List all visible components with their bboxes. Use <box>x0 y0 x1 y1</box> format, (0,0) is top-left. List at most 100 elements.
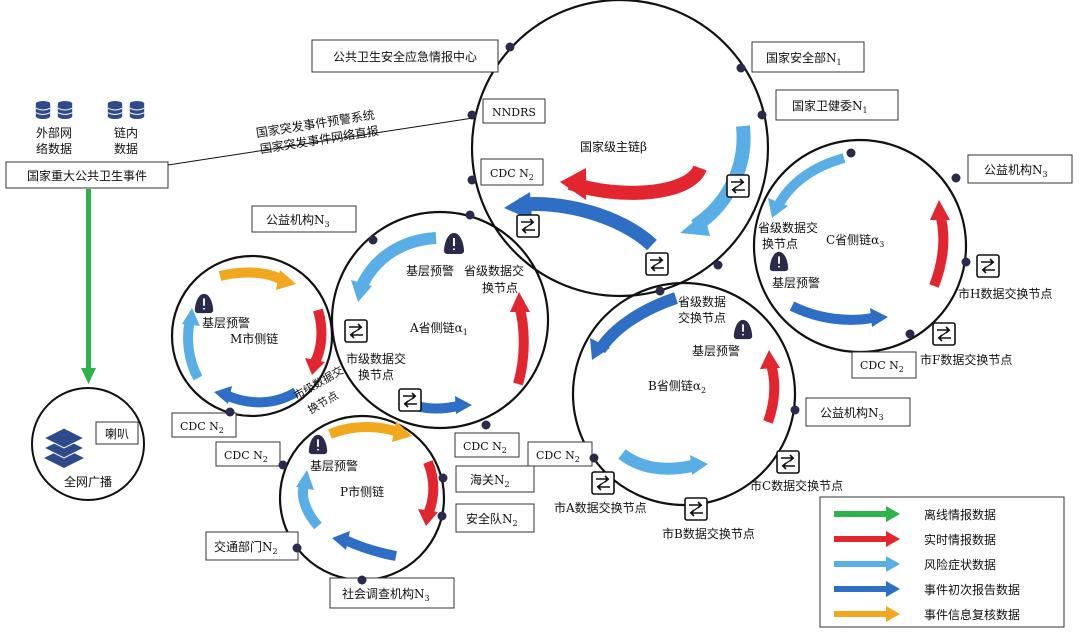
switch-icon <box>591 471 615 495</box>
province-a-ring <box>330 210 550 430</box>
city-b-exchange-label: 市B数据交换节点 <box>662 526 755 541</box>
province-a-city-exchange-2: 换节点 <box>358 368 394 382</box>
legend-arrow <box>834 536 888 542</box>
city-p-title: P市侧链 <box>340 484 384 499</box>
node-dot <box>736 63 746 73</box>
light-blue-arrow-head <box>768 198 788 218</box>
node-dot <box>951 173 961 183</box>
light-blue-arrow-head <box>182 308 200 326</box>
city-m-ring <box>170 254 334 418</box>
switch-icon <box>516 214 540 238</box>
green-arrow-shaft <box>86 189 91 369</box>
province-a-exchange-1: 省级数据交 <box>464 263 524 278</box>
province-c-cdc-box <box>851 351 917 379</box>
node-dot <box>655 286 665 296</box>
node-dot <box>225 407 235 417</box>
event-box <box>5 161 169 189</box>
layers-icon <box>42 427 86 468</box>
province-b-welfare-label: 公益机构N3 <box>820 405 884 422</box>
province-b-warning: 基层预警 <box>692 343 740 358</box>
event-box-label: 国家重大公共卫生事件 <box>27 168 147 183</box>
orange-arrow-head <box>276 270 296 290</box>
province-b-exchange-1: 省级数据 <box>678 294 726 309</box>
city-h-exchange-label: 市H数据交换节点 <box>958 286 1052 301</box>
legend-item: 离线情报数据 <box>834 506 996 522</box>
security-team-box <box>455 503 535 533</box>
node-dot <box>905 329 915 339</box>
province-a-welfare-label: 公益机构N3 <box>266 212 330 229</box>
province-a-warning: 基层预警 <box>406 263 454 278</box>
province-b-cdc-label: CDC N2 <box>536 449 580 464</box>
city-p-cdc-box <box>215 441 281 467</box>
red-arrow-head <box>560 168 586 200</box>
cdc-box <box>480 158 544 186</box>
green-arrow-head <box>81 368 96 384</box>
red-arrow <box>309 308 327 367</box>
red-arrow-head <box>305 358 325 375</box>
province-b-cdc-box <box>527 441 593 467</box>
main-chain-ring <box>470 0 770 298</box>
legend-arrow-head <box>886 531 900 547</box>
city-m-cdc-box <box>171 412 237 438</box>
legend-arrow-head <box>886 606 900 622</box>
red-arrow <box>763 360 780 424</box>
security-label: 国家安全部N1 <box>766 50 842 67</box>
intel-center-box <box>311 39 499 73</box>
switch-icon <box>398 388 422 412</box>
province-a-cdc-label: CDC N2 <box>463 440 507 455</box>
province-b-exchange-2: 交换节点 <box>678 310 726 325</box>
blue-arrow-head <box>455 396 472 414</box>
survey-label: 社会调查机构N3 <box>342 586 430 603</box>
province-b-welfare-box <box>805 397 911 427</box>
node-dot <box>465 210 475 220</box>
node-dot <box>481 420 491 430</box>
blue-arrow <box>342 535 397 561</box>
province-c-exchange-1: 省级数据交 <box>758 220 818 235</box>
light-blue-arrow-head <box>680 213 710 236</box>
blue-arrow <box>789 301 873 325</box>
legend-item: 风险症状数据 <box>834 556 996 572</box>
red-arrow <box>513 303 529 386</box>
left-panel: 外部网 络数据 链内 数据 国家重大公共卫生事件 国家突发事件预警系统 国家突发… <box>5 100 474 501</box>
warning-icon <box>307 433 329 455</box>
province-c-welfare-box <box>967 154 1073 184</box>
province-a-city-exchange-1: 市级数据交 <box>346 351 406 366</box>
database-icon <box>35 100 51 120</box>
intel-center-label: 公共卫生安全应急情报中心 <box>333 49 477 64</box>
chain-data-label-1: 链内 <box>114 125 138 140</box>
city-a-exchange-label: 市A数据交换节点 <box>554 500 647 515</box>
warning-icon <box>443 232 465 255</box>
orange-arrow <box>218 267 285 285</box>
switch-icon <box>344 319 368 343</box>
report-link-line <box>167 117 474 166</box>
nndrs-label: NNDRS <box>492 106 536 119</box>
province-b-chain: 省级数据 交换节点 基层预警 B省侧链α2 公益机构N3 CDC N2 市A数据… <box>527 281 911 541</box>
security-team-label: 安全队N2 <box>466 511 518 528</box>
node-dot <box>368 235 378 245</box>
database-icon <box>129 100 145 120</box>
province-c-chain: 省级数据交 换节点 C省侧链α3 基层预警 公益机构N3 市H数据交换节点 市F… <box>752 138 1073 379</box>
light-blue-arrow <box>773 153 846 209</box>
broadcast-label: 全网广播 <box>64 474 112 489</box>
blue-arrow-head <box>332 531 350 550</box>
legend-arrow <box>834 511 888 517</box>
light-blue-arrow-head <box>296 470 314 490</box>
province-a-cdc-box <box>454 432 520 458</box>
node-dot <box>589 453 599 463</box>
switch-icon <box>645 252 669 276</box>
red-arrow <box>567 164 707 200</box>
red-arrow-head <box>418 509 438 526</box>
light-blue-arrow-head <box>351 280 372 302</box>
province-c-warning: 基层预警 <box>772 275 820 290</box>
legend-label: 事件信息复核数据 <box>924 607 1020 622</box>
customs-box <box>455 465 535 493</box>
node-dot <box>846 148 856 158</box>
legend-label: 事件初次报告数据 <box>924 582 1020 597</box>
legend-arrow-head <box>886 581 900 597</box>
province-a-chain: 基层预警 省级数据交 换节点 A省侧链α1 市级数据交 换节点 公益机构N3 C… <box>251 205 550 458</box>
legend-label: 风险症状数据 <box>924 557 996 572</box>
blue-arrow-head <box>590 338 610 360</box>
broadcast-circle <box>31 387 145 501</box>
main-chain: 公共卫生安全应急情报中心 NNDRS 国家安全部N1 国家卫健委N1 国家级主链… <box>311 0 899 298</box>
traffic-label: 交通部门N2 <box>214 539 278 556</box>
